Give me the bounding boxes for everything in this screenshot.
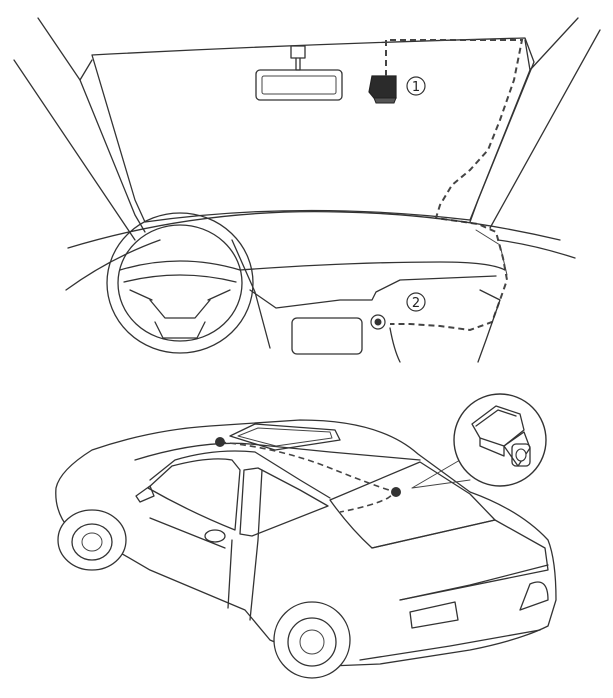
dashboard — [65, 211, 576, 363]
cable-route-interior — [385, 39, 524, 332]
left-a-pillar — [13, 17, 146, 241]
car-side-windows — [147, 458, 329, 537]
power-socket-icon — [370, 314, 386, 330]
steering-wheel-icon — [106, 212, 254, 354]
mirror-icon — [255, 45, 343, 101]
car-rear-window — [329, 461, 496, 549]
front-wheel — [57, 509, 127, 571]
right-a-pillar — [469, 17, 601, 229]
zoom-pointer — [411, 459, 471, 489]
callout-2: 2 — [406, 292, 426, 312]
center-console-panel — [291, 317, 363, 355]
callout-1: 1 — [406, 76, 426, 96]
callout-2-label: 2 — [412, 296, 420, 311]
car-interior-illustration: 1 2 — [13, 17, 601, 363]
car-trunk — [359, 519, 549, 661]
car-exterior-illustration — [55, 393, 557, 679]
rear-wheel — [273, 601, 351, 679]
dash-camera-icon — [368, 75, 397, 104]
dash-camera-detail-icon — [453, 393, 547, 487]
callout-1-label: 1 — [412, 80, 420, 95]
windshield-outline — [91, 37, 535, 223]
car-roof — [134, 423, 421, 499]
cable-route-exterior — [215, 437, 401, 513]
car-body-outline — [55, 419, 557, 667]
car-door-lines — [135, 469, 263, 621]
